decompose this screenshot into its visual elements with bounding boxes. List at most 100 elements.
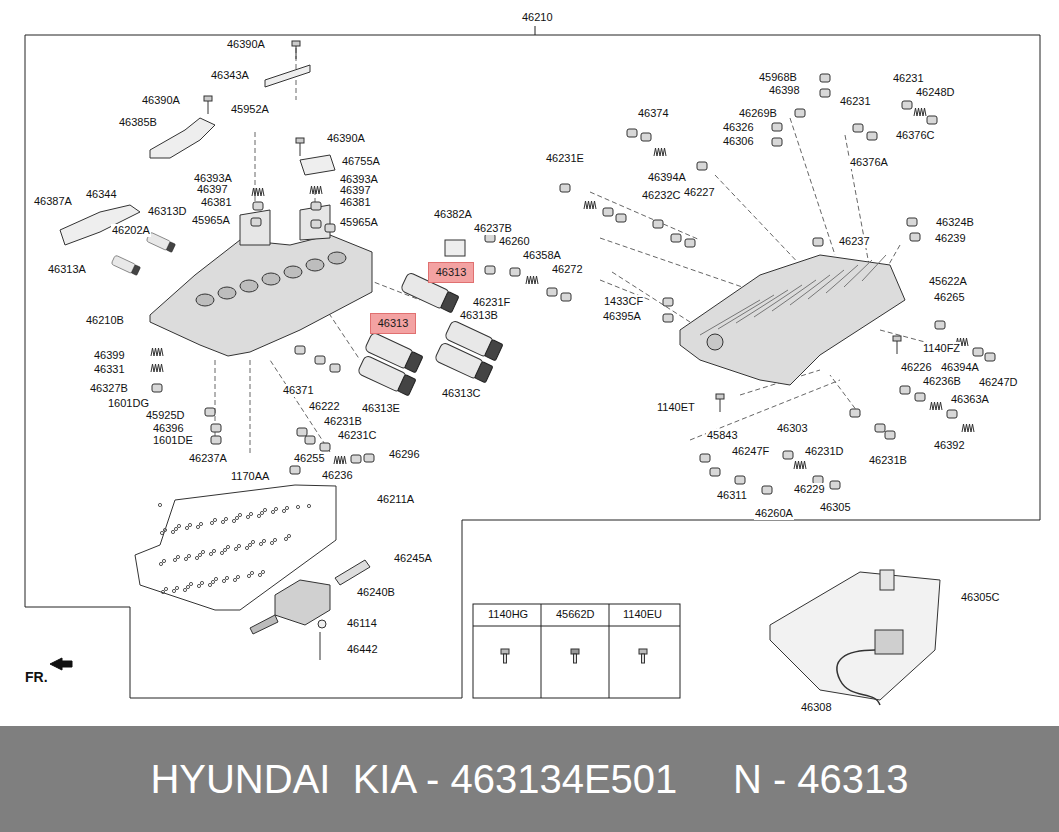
small-part	[485, 266, 495, 274]
callout-number: 46313D	[147, 205, 188, 218]
small-part	[311, 202, 321, 210]
callout-number: 45952A	[230, 103, 270, 116]
table-border	[473, 604, 680, 698]
small-part	[305, 436, 315, 444]
callout-number: 46374	[637, 107, 670, 120]
callout-number: 46231D	[804, 445, 845, 458]
plate-hole	[195, 556, 198, 559]
callout-number: 46382A	[433, 208, 473, 221]
wire	[837, 650, 880, 705]
assembly-line	[790, 118, 835, 255]
plate-hole	[210, 521, 213, 524]
callout-number: 46239	[934, 232, 967, 245]
bolt-part	[720, 399, 721, 412]
callout-number: 46344	[85, 188, 118, 201]
plate-hole	[172, 589, 175, 592]
callout-number: 46236	[321, 469, 354, 482]
small-part	[985, 353, 995, 361]
plate-hole	[236, 575, 239, 578]
callout-number: 46202A	[111, 224, 151, 237]
bolt-part	[320, 632, 321, 660]
plate-hole	[159, 562, 162, 565]
callout-number: 46237	[838, 235, 871, 248]
callout-number: 46240B	[356, 586, 396, 599]
table-cell: 45662D	[555, 608, 596, 621]
valve-channel	[808, 270, 844, 299]
plate-hole	[226, 545, 229, 548]
bolt-icon	[571, 649, 579, 663]
callout-number: 46397	[196, 183, 229, 196]
small-part	[947, 410, 957, 418]
callout-number: 1140FZ	[922, 342, 961, 355]
plate-hole	[282, 509, 285, 512]
callout-number: 46394A	[647, 171, 687, 184]
callout-number: 46237A	[188, 452, 228, 465]
callout-number: 46395A	[602, 310, 642, 323]
solenoid-block	[275, 580, 330, 625]
small-part	[710, 468, 720, 476]
spring-part	[334, 456, 346, 464]
callout-number: 46313B	[459, 309, 499, 322]
callout-number: 46260A	[754, 507, 794, 520]
callout-number: 46313E	[361, 402, 401, 415]
callout-number: 46399	[93, 349, 126, 362]
callout-number: 46755A	[341, 155, 381, 168]
small-part	[910, 233, 920, 241]
bolt-head	[296, 138, 304, 143]
plate-hole	[237, 544, 240, 547]
callout-number: 46363A	[950, 393, 990, 406]
plate-hole	[184, 557, 187, 560]
bolt-shank	[642, 654, 645, 663]
small-part	[772, 123, 782, 131]
plate-hole	[189, 582, 192, 585]
plate-hole	[247, 574, 250, 577]
small-part	[510, 268, 520, 276]
small-part	[603, 208, 613, 216]
callout-number: 46381	[200, 196, 233, 209]
valve-body	[680, 255, 905, 385]
filter-part	[335, 560, 370, 585]
leader-line	[535, 26, 536, 35]
spring-part	[962, 424, 974, 432]
plate-hole	[212, 549, 215, 552]
plate-hole	[285, 506, 288, 509]
table-line	[609, 604, 610, 698]
plate-hole	[211, 580, 214, 583]
bolt-icon	[639, 649, 647, 663]
plate-hole	[175, 586, 178, 589]
plate-hole	[274, 507, 277, 510]
callout-number: 46231C	[337, 429, 378, 442]
callout-number: 46387A	[33, 195, 73, 208]
plate-hole	[171, 530, 174, 533]
plate-hole	[183, 588, 186, 591]
valve-bore	[240, 210, 270, 245]
callout-number: 46376A	[849, 156, 889, 169]
bolt-head	[292, 41, 300, 46]
sleeve-part	[445, 240, 465, 256]
table-line	[473, 626, 680, 627]
spring-part	[310, 186, 322, 194]
plate-hole	[307, 504, 310, 507]
highlight-box: 46313	[428, 262, 475, 283]
callout-number: 46248D	[915, 86, 956, 99]
small-part	[795, 109, 805, 117]
callout-number: 46358A	[522, 249, 562, 262]
bolt-part	[300, 143, 301, 156]
small-part	[251, 218, 261, 226]
callout-number: 46394A	[940, 361, 980, 374]
spring-part	[151, 364, 163, 372]
callout-number: 46313A	[47, 263, 87, 276]
callout-number: 46231	[839, 95, 872, 108]
solenoid-connector	[485, 339, 503, 360]
callout-number: 46398	[768, 84, 801, 97]
callout-number: 46210	[521, 11, 554, 24]
callout-number: 1601DG	[107, 397, 150, 410]
bracket-plate	[265, 65, 310, 87]
solenoid	[111, 255, 141, 276]
callout-number: 46390A	[226, 38, 266, 51]
small-part	[915, 393, 925, 401]
plate-hole	[208, 583, 211, 586]
assembly-line	[715, 175, 805, 270]
plate-hole	[263, 508, 266, 511]
